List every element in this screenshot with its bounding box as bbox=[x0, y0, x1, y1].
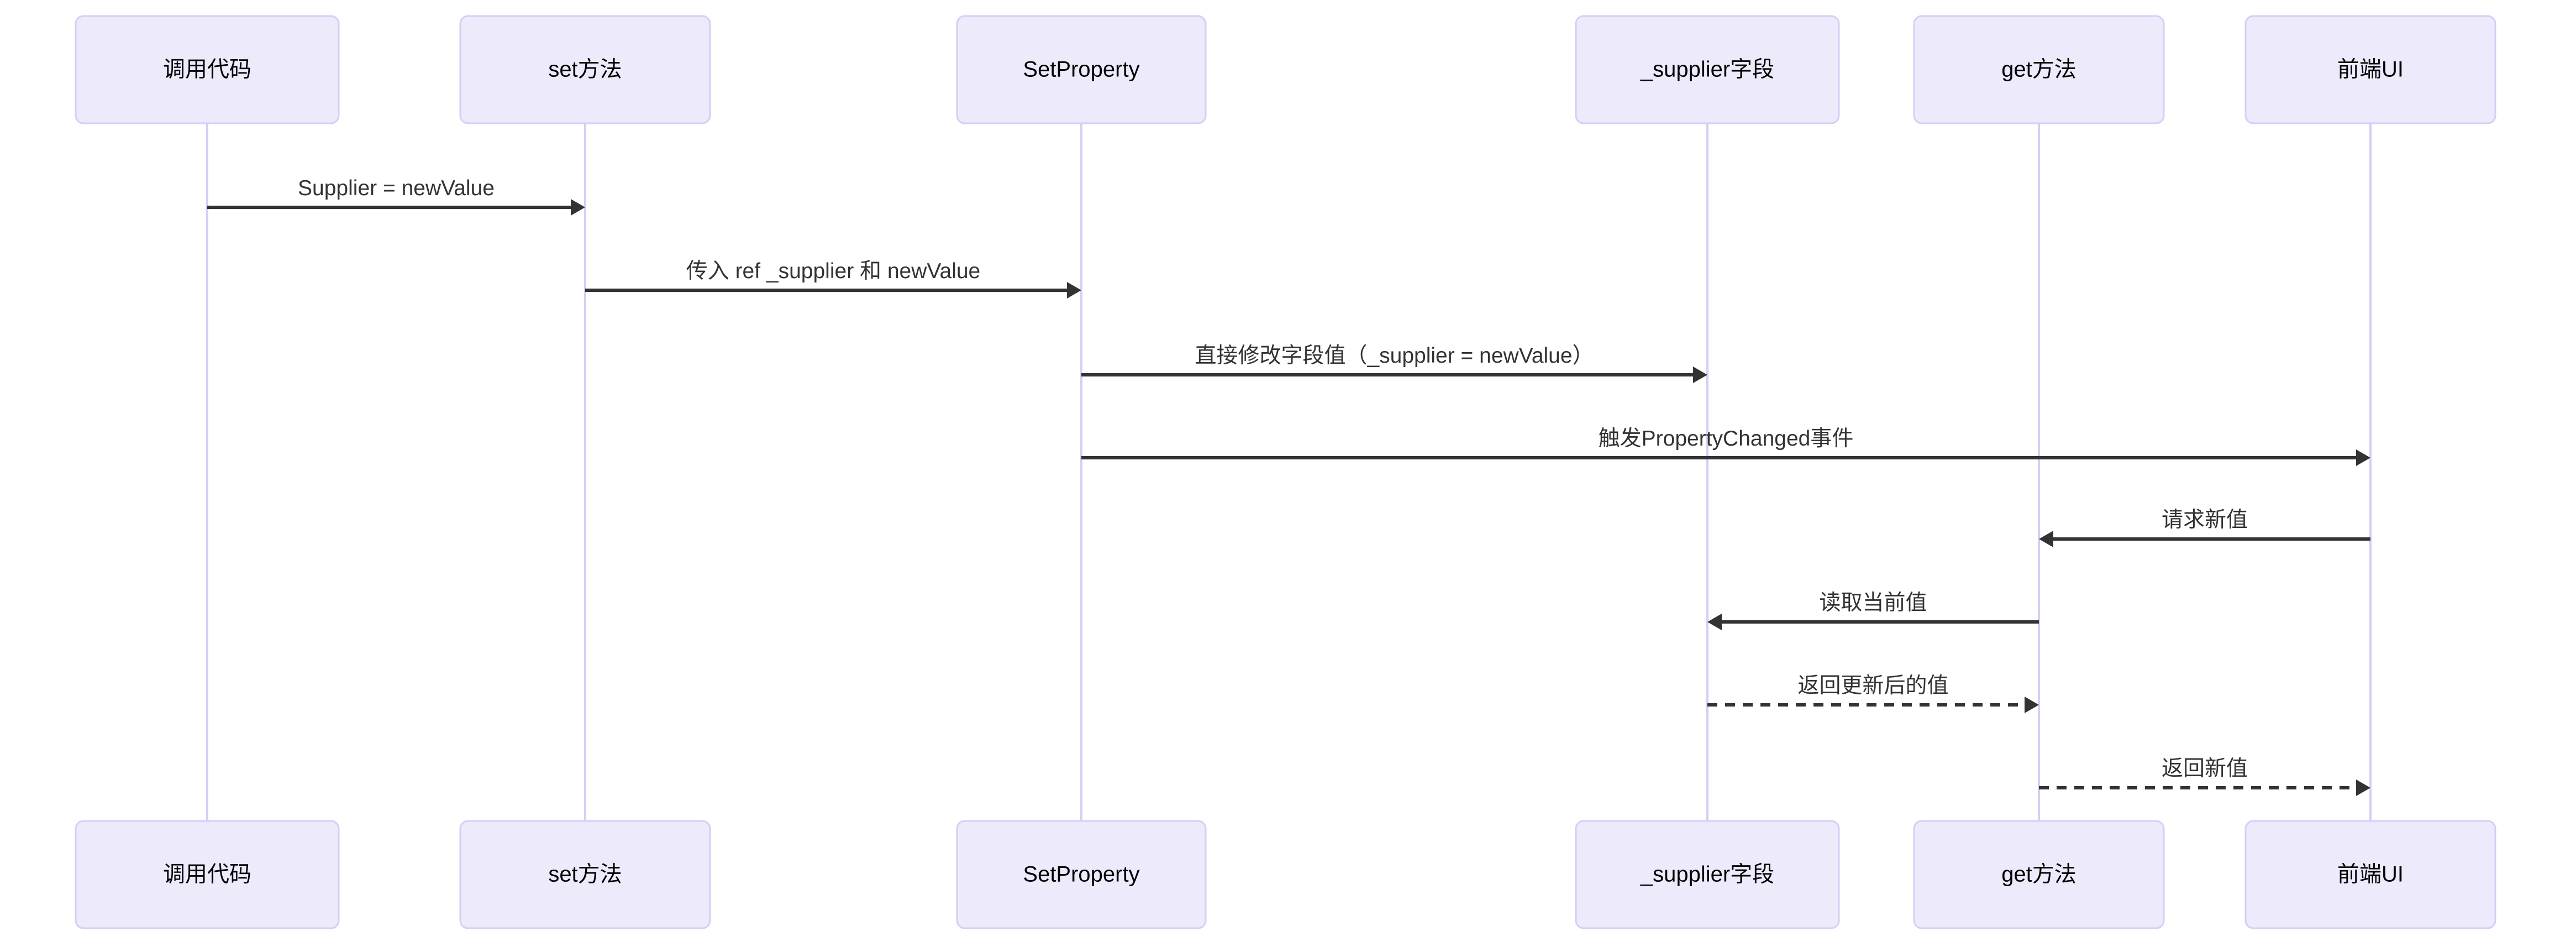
actor-ui-top[interactable]: 前端UI bbox=[2244, 15, 2496, 124]
actor-label-ui: 前端UI bbox=[2337, 862, 2404, 887]
message-arrowhead-7 bbox=[2025, 697, 2039, 713]
message-arrowhead-8 bbox=[2356, 779, 2370, 796]
actor-label-caller: 调用代码 bbox=[163, 57, 251, 82]
actor-box-caller[interactable] bbox=[75, 15, 340, 124]
lifelines-layer bbox=[206, 123, 2372, 821]
message-5[interactable]: 请求新值 bbox=[2039, 508, 2370, 547]
message-arrowhead-1 bbox=[571, 199, 585, 216]
actor-label-getter: get方法 bbox=[2001, 57, 2076, 82]
message-arrowhead-5 bbox=[2039, 531, 2053, 547]
message-arrowhead-6 bbox=[1707, 614, 1722, 630]
actor-caller-bottom[interactable]: 调用代码 bbox=[75, 820, 340, 929]
message-4[interactable]: 触发PropertyChanged事件 bbox=[1081, 427, 2370, 466]
actor-label-field: _supplier字段 bbox=[1640, 57, 1774, 82]
actor-label-getter: get方法 bbox=[2001, 862, 2076, 887]
message-6[interactable]: 读取当前值 bbox=[1707, 591, 2039, 630]
message-label-2: 传入 ref _supplier 和 newValue bbox=[686, 259, 981, 283]
actor-label-field: _supplier字段 bbox=[1640, 862, 1774, 887]
actor-box-setproperty[interactable] bbox=[956, 820, 1207, 929]
message-label-6: 读取当前值 bbox=[1819, 591, 1927, 615]
actor-boxes-bottom: 调用代码 set方法 SetProperty _supplier字段 get方法 前端UI bbox=[75, 820, 2496, 929]
actor-getter-bottom[interactable]: get方法 bbox=[1913, 820, 2165, 929]
message-arrowhead-2 bbox=[1067, 282, 1081, 299]
message-7[interactable]: 返回更新后的值 bbox=[1707, 674, 2039, 713]
message-label-5: 请求新值 bbox=[2162, 508, 2248, 532]
actor-box-field[interactable] bbox=[1575, 15, 1840, 124]
message-arrowhead-4 bbox=[2356, 449, 2370, 466]
message-label-4: 触发PropertyChanged事件 bbox=[1599, 427, 1854, 451]
actor-box-setter[interactable] bbox=[459, 15, 711, 124]
message-3[interactable]: 直接修改字段值（_supplier = newValue） bbox=[1081, 344, 1707, 383]
actor-box-setproperty[interactable] bbox=[956, 15, 1207, 124]
actor-boxes-top: 调用代码 set方法 SetProperty _supplier字段 get方法 前端UI bbox=[75, 15, 2496, 124]
message-label-3: 直接修改字段值（_supplier = newValue） bbox=[1195, 344, 1594, 368]
actor-box-field[interactable] bbox=[1575, 820, 1840, 929]
actor-setter-bottom[interactable]: set方法 bbox=[459, 820, 711, 929]
message-label-8: 返回新值 bbox=[2162, 757, 2248, 781]
messages-layer: Supplier = newValue 传入 ref _supplier 和 ne… bbox=[207, 176, 2370, 796]
actor-label-setter: set方法 bbox=[548, 862, 622, 887]
actor-label-caller: 调用代码 bbox=[163, 862, 251, 887]
message-label-7: 返回更新后的值 bbox=[1797, 674, 1948, 698]
actor-ui-bottom[interactable]: 前端UI bbox=[2244, 820, 2496, 929]
message-8[interactable]: 返回新值 bbox=[2039, 757, 2370, 796]
actor-box-setter[interactable] bbox=[459, 820, 711, 929]
actor-label-ui: 前端UI bbox=[2337, 57, 2404, 82]
actor-box-getter[interactable] bbox=[1913, 15, 2165, 124]
actor-caller-top[interactable]: 调用代码 bbox=[75, 15, 340, 124]
actor-setproperty-bottom[interactable]: SetProperty bbox=[956, 820, 1207, 929]
actor-getter-top[interactable]: get方法 bbox=[1913, 15, 2165, 124]
actor-label-setproperty: SetProperty bbox=[1023, 57, 1139, 82]
actor-field-top[interactable]: _supplier字段 bbox=[1575, 15, 1840, 124]
actor-field-bottom[interactable]: _supplier字段 bbox=[1575, 820, 1840, 929]
actor-box-getter[interactable] bbox=[1913, 820, 2165, 929]
actor-label-setproperty: SetProperty bbox=[1023, 862, 1139, 887]
message-arrowhead-3 bbox=[1693, 367, 1707, 383]
actor-box-ui[interactable] bbox=[2244, 15, 2496, 124]
message-1[interactable]: Supplier = newValue bbox=[207, 176, 585, 216]
actor-label-setter: set方法 bbox=[548, 57, 622, 82]
actor-setproperty-top[interactable]: SetProperty bbox=[956, 15, 1207, 124]
actor-box-caller[interactable] bbox=[75, 820, 340, 929]
actor-box-ui[interactable] bbox=[2244, 820, 2496, 929]
message-label-1: Supplier = newValue bbox=[298, 176, 495, 200]
actor-setter-top[interactable]: set方法 bbox=[459, 15, 711, 124]
message-2[interactable]: 传入 ref _supplier 和 newValue bbox=[585, 259, 1081, 299]
